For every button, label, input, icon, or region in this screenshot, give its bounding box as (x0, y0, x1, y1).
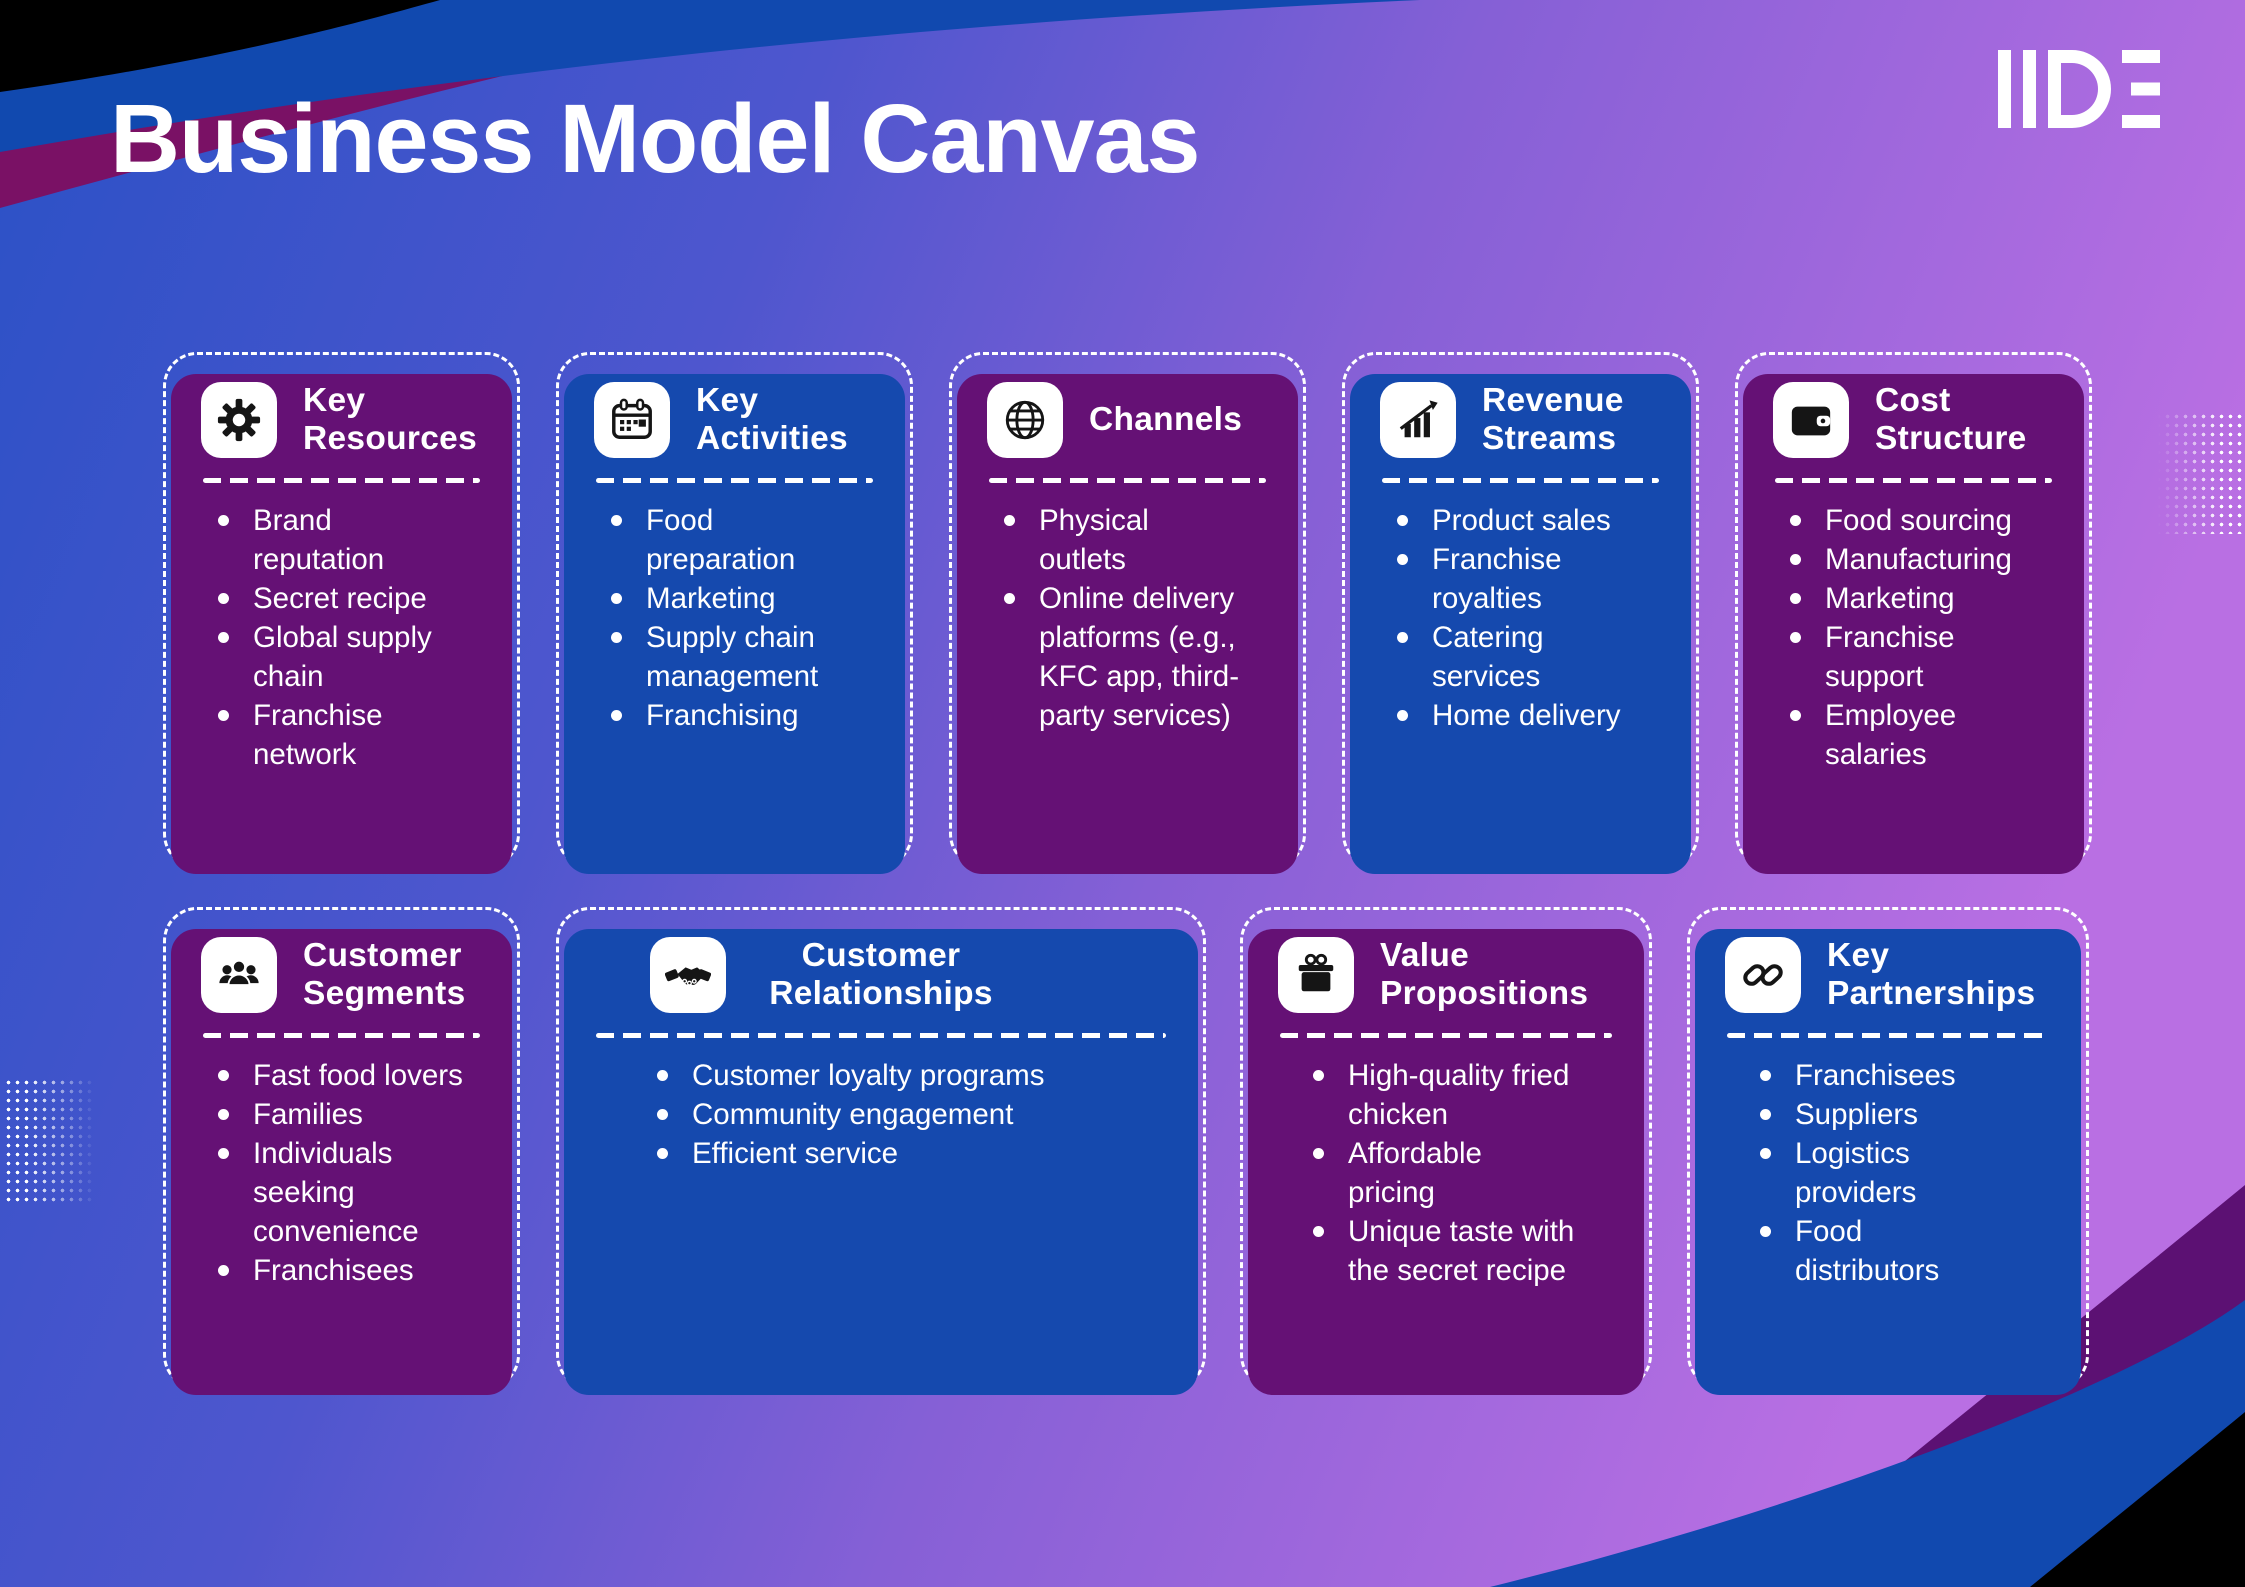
halftone-dots-left (4, 1078, 100, 1204)
card-key-activities: Key Activities Food preparation Marketin… (556, 352, 913, 874)
people-icon (201, 937, 277, 1013)
card-cost-structure: Cost Structure Food sourcing Manufacturi… (1735, 352, 2092, 874)
divider (596, 478, 873, 483)
list-item: Logistics providers (1755, 1134, 2057, 1212)
card-title: Key Resources (303, 381, 478, 457)
card-revenue-streams: Revenue Streams Product sales Franchise … (1342, 352, 1699, 874)
divider (1280, 1033, 1612, 1038)
list-item: Affordable pricing (1308, 1134, 1620, 1212)
list-item: Employee salaries (1785, 696, 2060, 774)
top-left-black-corner (0, 0, 440, 92)
card-title: Key Partnerships (1827, 936, 2036, 1012)
divider (203, 478, 480, 483)
divider (596, 1033, 1166, 1038)
card-title: Customer Segments (303, 936, 466, 1012)
card-items: Brand reputation Secret recipe Global su… (171, 501, 512, 774)
bottom-right-black-corner (2030, 1412, 2245, 1587)
list-item: Global supply chain (213, 618, 488, 696)
list-item: Brand reputation (213, 501, 488, 579)
card-title: Revenue Streams (1482, 381, 1624, 457)
list-item: High-quality fried chicken (1308, 1056, 1620, 1134)
list-item: Franchisees (213, 1251, 488, 1290)
card-items: Physical outlets Online delivery platfor… (957, 501, 1298, 735)
list-item: Individuals seeking convenience (213, 1134, 488, 1251)
list-item: Supply chain management (606, 618, 881, 696)
list-item: Franchisees (1755, 1056, 2057, 1095)
list-item: Manufacturing (1785, 540, 2060, 579)
top-left-blue-wave (0, 0, 1420, 152)
card-title: Value Propositions (1380, 936, 1589, 1012)
list-item: Home delivery (1392, 696, 1667, 735)
list-item: Marketing (606, 579, 881, 618)
list-item: Franchising (606, 696, 881, 735)
list-item: Physical outlets (999, 501, 1274, 579)
bar-chart-icon (1380, 382, 1456, 458)
halftone-dots-right (2154, 412, 2245, 534)
card-title: Cost Structure (1875, 381, 2027, 457)
calendar-icon (594, 382, 670, 458)
divider (1382, 478, 1659, 483)
card-customer-segments: Customer Segments Fast food lovers Famil… (163, 907, 520, 1395)
card-items: Food sourcing Manufacturing Marketing Fr… (1743, 501, 2084, 774)
card-customer-relationships: Customer Relationships Customer loyalty … (556, 907, 1206, 1395)
list-item: Franchise royalties (1392, 540, 1667, 618)
list-item: Catering services (1392, 618, 1667, 696)
wallet-icon (1773, 382, 1849, 458)
list-item: Families (213, 1095, 488, 1134)
list-item: Online delivery platforms (e.g., KFC app… (999, 579, 1274, 735)
page-title: Business Model Canvas (110, 84, 1200, 193)
card-title: Channels (1089, 400, 1243, 438)
card-key-partnerships: Key Partnerships Franchisees Suppliers L… (1687, 907, 2089, 1395)
list-item: Customer loyalty programs (652, 1056, 1174, 1095)
list-item: Food preparation (606, 501, 881, 579)
list-item: Suppliers (1755, 1095, 2057, 1134)
list-item: Secret recipe (213, 579, 488, 618)
list-item: Franchise support (1785, 618, 2060, 696)
card-items: High-quality fried chicken Affordable pr… (1248, 1056, 1644, 1290)
list-item: Unique taste with the secret recipe (1308, 1212, 1620, 1290)
gift-icon (1278, 937, 1354, 1013)
card-title: Customer Relationships (769, 936, 993, 1012)
bottom-right-blue-wave (1490, 1300, 2245, 1587)
list-item: Food sourcing (1785, 501, 2060, 540)
card-items: Customer loyalty programs Community enga… (564, 1056, 1198, 1173)
list-item: Fast food lovers (213, 1056, 488, 1095)
list-item: Marketing (1785, 579, 2060, 618)
card-key-resources: Key Resources Brand reputation Secret re… (163, 352, 520, 874)
card-items: Fast food lovers Families Individuals se… (171, 1056, 512, 1290)
list-item: Franchise network (213, 696, 488, 774)
list-item: Food distributors (1755, 1212, 2057, 1290)
link-icon (1725, 937, 1801, 1013)
globe-icon (987, 382, 1063, 458)
handshake-icon (650, 937, 726, 1013)
card-value-propositions: Value Propositions High-quality fried ch… (1240, 907, 1652, 1395)
card-items: Food preparation Marketing Supply chain … (564, 501, 905, 735)
iide-logo (1998, 50, 2160, 133)
divider (1775, 478, 2052, 483)
list-item: Efficient service (652, 1134, 1174, 1173)
card-title: Key Activities (696, 381, 848, 457)
list-item: Product sales (1392, 501, 1667, 540)
list-item: Community engagement (652, 1095, 1174, 1134)
gear-icon (201, 382, 277, 458)
divider (1727, 1033, 2049, 1038)
card-items: Franchisees Suppliers Logistics provider… (1695, 1056, 2081, 1290)
divider (203, 1033, 480, 1038)
divider (989, 478, 1266, 483)
card-items: Product sales Franchise royalties Cateri… (1350, 501, 1691, 735)
card-channels: Channels Physical outlets Online deliver… (949, 352, 1306, 874)
